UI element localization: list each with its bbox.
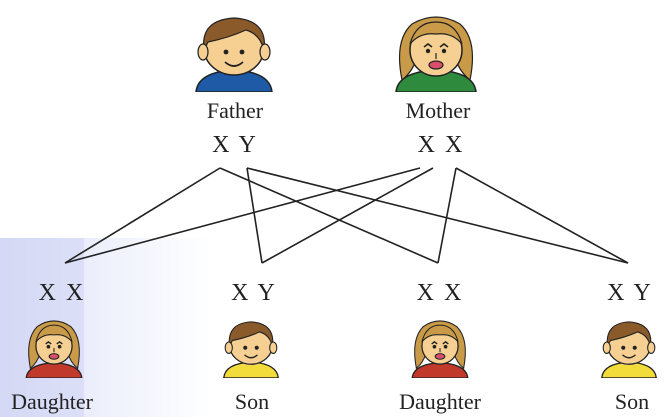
father bbox=[188, 12, 280, 93]
child-3-daughter bbox=[408, 314, 472, 379]
line-father-y-son1 bbox=[246, 167, 263, 264]
line-father-x-daughter2 bbox=[219, 167, 439, 264]
line-mother-x2-son2 bbox=[455, 167, 629, 264]
child-4-label: Son bbox=[614, 389, 650, 414]
father-label: Father bbox=[206, 98, 264, 123]
line-mother-x1-daughter1 bbox=[64, 167, 421, 264]
child-1-daughter bbox=[22, 314, 86, 379]
son-face-icon bbox=[223, 321, 279, 379]
child-3-genotype: X X bbox=[416, 280, 464, 306]
mother-genotype: X X bbox=[417, 132, 465, 158]
son-face-icon bbox=[601, 321, 657, 379]
child-2-genotype: X Y bbox=[231, 280, 277, 306]
father-face-icon bbox=[195, 17, 273, 93]
child-3-label: Daughter bbox=[399, 389, 481, 414]
father-genotype: X Y bbox=[212, 132, 258, 158]
child-1-genotype: X X bbox=[38, 280, 86, 306]
child-4-son bbox=[596, 316, 662, 379]
child-1-label: Daughter bbox=[11, 389, 93, 414]
line-mother-x2-daughter2 bbox=[437, 167, 457, 264]
child-2-label: Son bbox=[234, 389, 270, 414]
child-2-son bbox=[218, 316, 284, 379]
line-father-x-daughter1 bbox=[64, 167, 221, 264]
line-mother-x1-son1 bbox=[261, 167, 434, 264]
daughter-face-icon bbox=[25, 320, 83, 379]
mother-face-icon bbox=[395, 16, 477, 93]
mother bbox=[390, 10, 482, 93]
line-father-y-son2 bbox=[246, 167, 629, 264]
daughter-face-icon bbox=[411, 320, 469, 379]
mother-label: Mother bbox=[405, 98, 471, 123]
child-4-genotype: X Y bbox=[607, 280, 653, 306]
